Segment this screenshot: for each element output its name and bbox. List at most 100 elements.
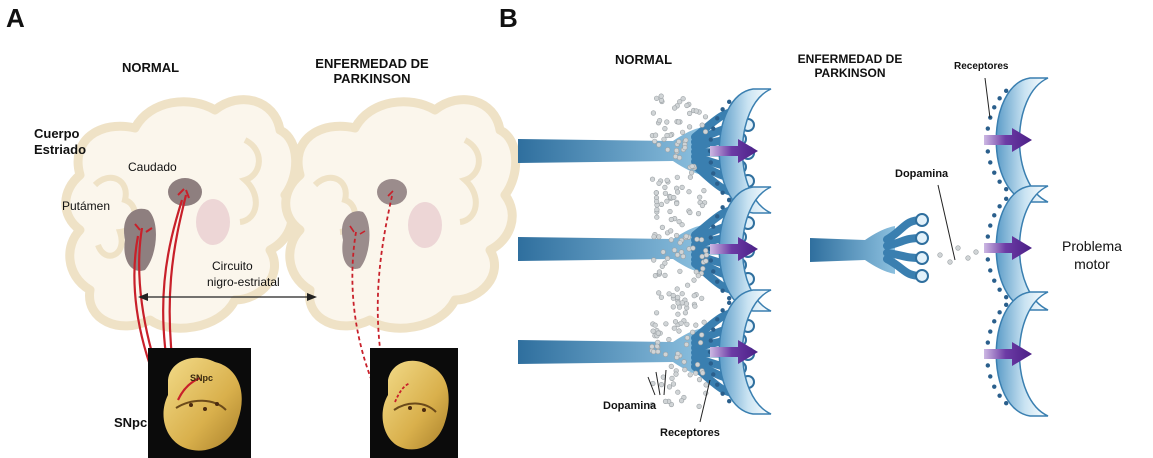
dopamine-molecule (685, 103, 690, 108)
dopamine-molecule (680, 185, 685, 190)
dopamine-molecule (701, 266, 706, 271)
receptor-site (997, 287, 1001, 291)
dopamine-molecule (697, 404, 702, 409)
dopamine-molecule (663, 191, 668, 196)
dopamine-molecule (671, 293, 676, 298)
receptor-site (720, 107, 724, 111)
receptor-site (997, 393, 1001, 397)
dopamine-molecule (664, 322, 669, 327)
dopamine-molecule (685, 322, 690, 327)
receptor-site (988, 268, 992, 272)
dopamine-molecule (680, 301, 685, 306)
receptor-site (986, 363, 990, 367)
dopamine-molecule (671, 305, 676, 310)
dopamine-molecule (687, 125, 692, 130)
dopamine-molecule (652, 139, 657, 144)
dopamine-molecule (696, 273, 701, 278)
dopamine-molecule (654, 199, 659, 204)
problema-motor-label: Problema motor (1062, 237, 1122, 273)
dopamine-molecule (661, 250, 666, 255)
terminal-bouton (916, 270, 928, 282)
receptor-site (709, 338, 713, 342)
receptor-site (997, 96, 1001, 100)
dopamine-molecule (696, 211, 701, 216)
dopamine-molecule (675, 175, 680, 180)
dopamine-molecule (657, 143, 662, 148)
receptor-site (709, 137, 713, 141)
dopamine-molecule (668, 229, 673, 234)
dopamine-molecule (674, 372, 679, 377)
receptor-site (720, 288, 724, 292)
dopamine-molecule (665, 120, 670, 125)
dopamine-molecule (700, 371, 705, 376)
dopamine-molecule (691, 246, 696, 251)
panel-b-normal-title: NORMAL (615, 53, 672, 68)
estriado-label: Estriado (34, 142, 86, 158)
dopamine-molecule (688, 373, 693, 378)
dopamine-molecule (678, 269, 683, 274)
receptor-site (986, 257, 990, 261)
dopamine-molecule (677, 329, 682, 334)
dopamine-molecule (692, 293, 697, 298)
dopamine-molecule (665, 147, 670, 152)
dopamine-molecule (704, 259, 709, 264)
receptor-site (986, 340, 990, 344)
panel-a-letter: A (6, 4, 25, 34)
receptor-site (711, 171, 715, 175)
dopamine-molecule (667, 337, 672, 342)
dopamine-molecule (692, 278, 697, 283)
dopamine-molecule (677, 139, 682, 144)
dopamine-molecule (697, 377, 702, 382)
dopamine-molecule (659, 202, 664, 207)
dopamine-molecule (693, 371, 698, 376)
dopamine-molecule (683, 311, 688, 316)
dopamine-molecule (654, 191, 659, 196)
dopamine-molecule (697, 195, 702, 200)
circuito-line1: Circuito (212, 259, 280, 275)
receptor-site (711, 327, 715, 331)
terminal-bouton (916, 252, 928, 264)
snpc-inset-normal (148, 348, 251, 458)
receptor-site (997, 179, 1001, 183)
dopamine-molecule (655, 215, 660, 220)
dopamine-molecule (683, 145, 688, 150)
dopamine-molecule (657, 270, 662, 275)
axon (810, 226, 895, 274)
dopamine-molecule (665, 133, 670, 138)
dopamine-molecule (674, 201, 679, 206)
receptor-site (709, 258, 713, 262)
receptor-site (986, 234, 990, 238)
dopamine-molecule (974, 250, 979, 255)
dopamina-right-label: Dopamina (895, 168, 948, 181)
problema-line2: motor (1062, 255, 1122, 273)
circuito-line2: nigro-estriatal (207, 275, 280, 291)
dopamine-molecule (684, 302, 689, 307)
dopamine-molecule (675, 295, 680, 300)
panel-b-parkinson-title-line1: ENFERMEDAD DE (790, 53, 910, 67)
dopamine-molecule (676, 312, 681, 317)
dopamine-molecule (693, 304, 698, 309)
receptor-site (720, 391, 724, 395)
receptor-site (988, 374, 992, 378)
dopamine-molecule (678, 241, 683, 246)
receptor-site (992, 319, 996, 323)
dopamine-molecule (665, 199, 670, 204)
panel-b-parkinson-title: ENFERMEDAD DE PARKINSON (790, 53, 910, 81)
dopamine-molecule (695, 237, 700, 242)
dopamine-molecule (651, 329, 656, 334)
dopamine-molecule (704, 383, 709, 388)
dopamine-molecule (688, 175, 693, 180)
dopamine-molecule (656, 331, 661, 336)
dopamine-molecule (679, 321, 684, 326)
receptor-site (727, 198, 731, 202)
problema-line1: Problema (1062, 237, 1122, 255)
dopamine-molecule (655, 344, 660, 349)
dopamine-molecule (654, 311, 659, 316)
receptor-site (988, 160, 992, 164)
receptor-site (727, 301, 731, 305)
receptor-site (988, 329, 992, 333)
panel-b-letter: B (499, 4, 518, 34)
dopamine-molecule (668, 209, 673, 214)
dopamine-molecule (700, 254, 705, 259)
receptor-site (715, 116, 719, 120)
